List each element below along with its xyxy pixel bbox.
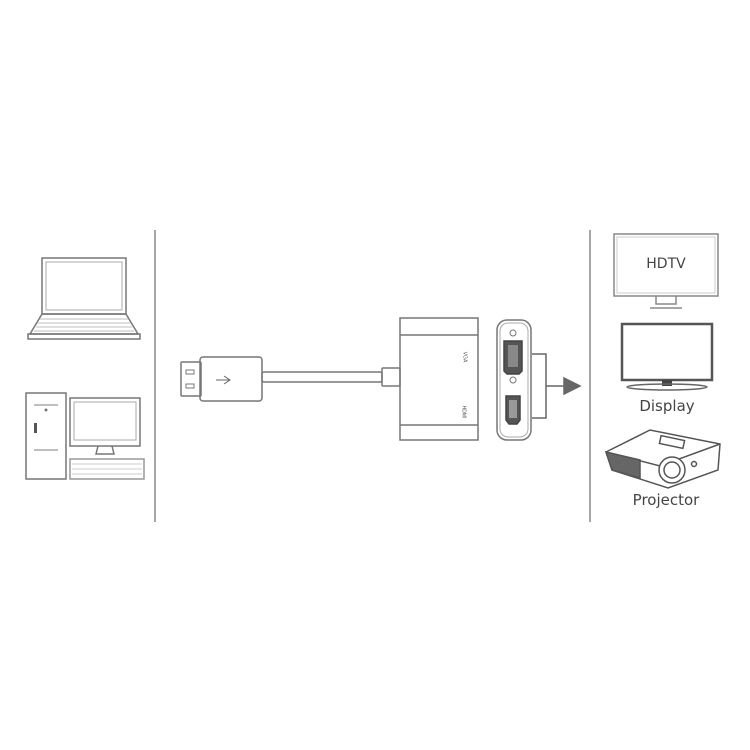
display-label: Display bbox=[639, 397, 695, 415]
usb-plug-icon bbox=[180, 356, 263, 402]
laptop-icon bbox=[27, 257, 141, 340]
vga-port-label: VGA bbox=[461, 351, 468, 363]
adapter-port-face bbox=[496, 319, 532, 441]
desktop-computer-icon bbox=[25, 392, 145, 480]
output-arrow bbox=[532, 353, 582, 419]
cable bbox=[261, 367, 401, 387]
projector-label: Projector bbox=[632, 491, 700, 509]
hdmi-port-icon bbox=[505, 395, 521, 425]
vga-port-icon bbox=[503, 340, 523, 375]
display-icon bbox=[620, 322, 714, 391]
adapter-body bbox=[399, 317, 479, 441]
hdtv-label: HDTV bbox=[646, 256, 686, 272]
projector-icon bbox=[604, 429, 721, 489]
hdmi-port-label: HDMI bbox=[460, 405, 467, 419]
hdtv-icon bbox=[613, 233, 719, 309]
